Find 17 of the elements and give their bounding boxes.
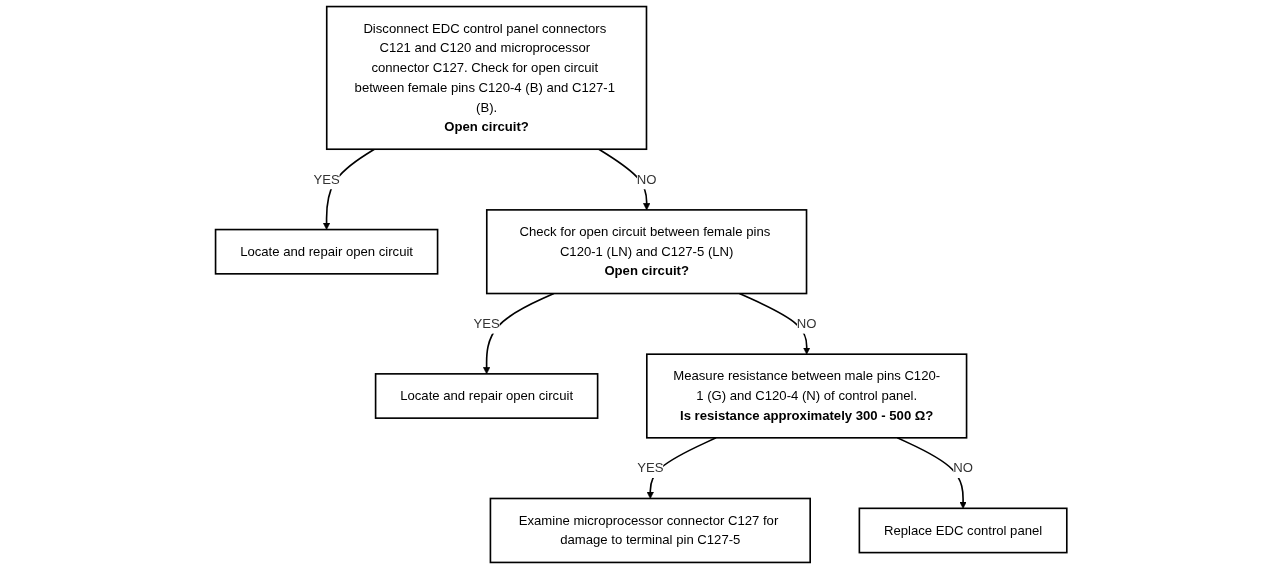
arrow — [896, 437, 967, 509]
node-box: Measure resistance between male pins C120-1 (G) and C120-4 (N) of control panel. Is resistance approximately 300 - 500 Ω? — [646, 353, 968, 439]
node-box: Replace EDC control panel — [858, 507, 1068, 554]
node-box: Disconnect EDC control panel connectors C121 and C120 and microprocessor connector C127. Check for open circuit between female pins C120-4 (B) and C127-1 (B). Open circuit? — [326, 5, 648, 151]
node-box: Locate and repair open circuit — [375, 373, 599, 419]
edge-label: YES — [313, 172, 341, 187]
node-box: Locate and repair open circuit — [215, 228, 439, 275]
edge-label: YES — [637, 460, 664, 475]
node-box: Check for open circuit between female pins C120-1 (LN) and C127-5 (LN) Open circuit? — [486, 209, 808, 295]
arrow — [483, 292, 556, 375]
edge-label: NO — [637, 172, 657, 187]
arrow — [738, 292, 811, 355]
edge-label: NO — [953, 460, 974, 475]
node-box: Examine microprocessor connector C127 for damage to terminal pin C127-5 — [489, 497, 812, 564]
edge-label: YES — [473, 316, 501, 331]
arrow — [598, 148, 651, 211]
edge-label: NO — [797, 316, 817, 331]
